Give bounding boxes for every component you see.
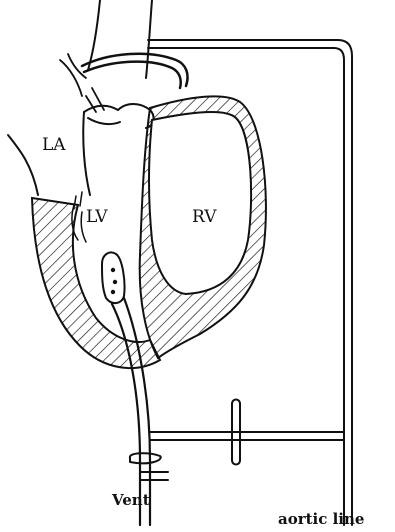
label-aortic-line: aortic line — [278, 510, 364, 528]
label-lv: LV — [86, 207, 108, 227]
label-la: LA — [42, 135, 66, 155]
label-vent: Vent — [111, 491, 150, 509]
great-vessels — [60, 0, 188, 112]
vent-catheter-tip — [102, 252, 125, 303]
aortic-root — [84, 104, 153, 128]
label-rv: RV — [192, 207, 217, 227]
right-ventricle-wall — [140, 96, 266, 358]
